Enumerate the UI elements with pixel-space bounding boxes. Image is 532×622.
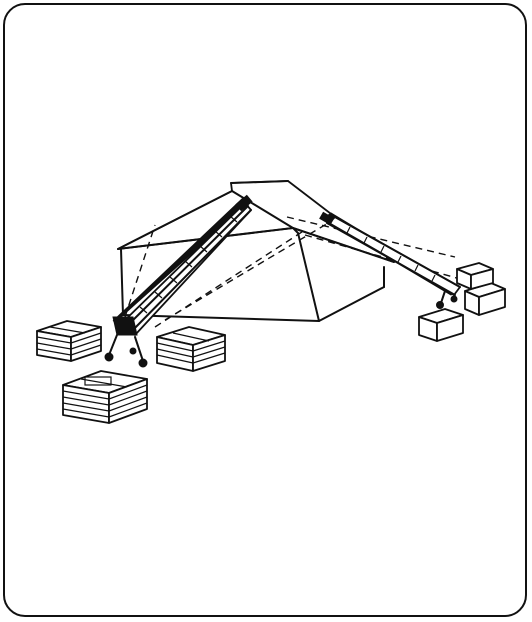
pallet-icon: [36, 320, 102, 362]
pallet-icon: [156, 326, 226, 372]
conveyor-icon: [104, 194, 253, 368]
conveyor-icon: [319, 211, 461, 309]
box-icon: [456, 262, 494, 290]
illustration-frame: [3, 3, 527, 617]
box-icon: [464, 282, 506, 316]
pallet-icon: [62, 370, 148, 424]
roof-conveyor-illustration: [36, 180, 506, 424]
box-icon: [418, 308, 464, 342]
